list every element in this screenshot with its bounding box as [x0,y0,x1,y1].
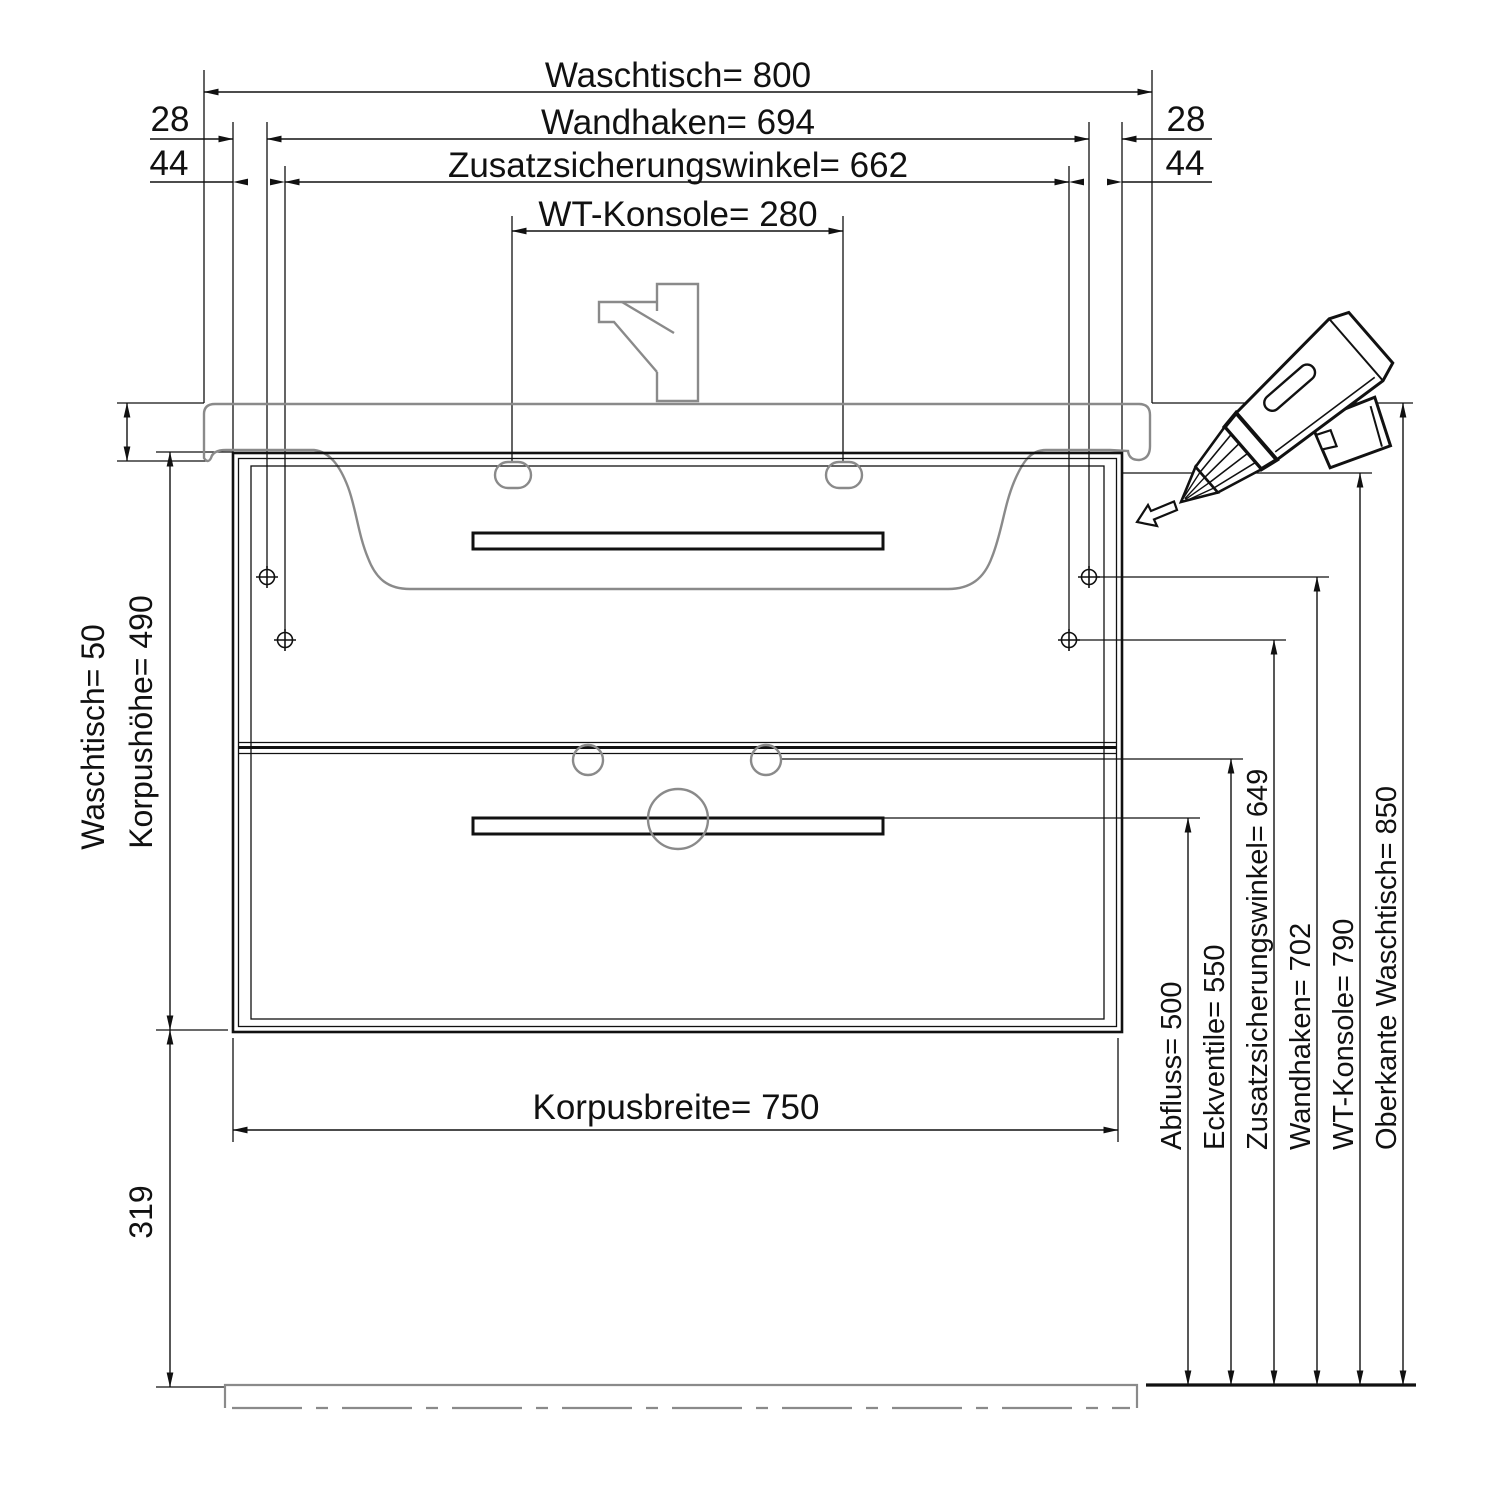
dim-label-wandhaken-width: Wandhaken= 694 [541,103,815,142]
dim-label-body-width: Korpusbreite= 750 [532,1088,819,1127]
dim-label-zusatzwinkel-width: Zusatzsicherungswinkel= 662 [448,146,908,185]
dim-label-basin-thickness: Waschtisch= 50 [75,624,111,850]
dim-label-abfluss-height: Abfluss= 500 [1156,982,1188,1150]
dim-label-floor-clearance: 319 [123,1185,159,1238]
floor-slab [223,1383,1139,1410]
dim-label-wandhaken-height: Wandhaken= 702 [1285,923,1317,1150]
drawer-handle-top [471,531,885,551]
dim-label-waschtisch-width: Waschtisch= 800 [545,56,811,95]
dim-label-eckventile-height: Eckventile= 550 [1199,944,1231,1150]
console-bracket-slot-left [493,460,533,490]
dim-label-offset-28-right: 28 [1167,100,1206,139]
vanity-cabinet [231,451,1124,1034]
corner-valve-left [571,743,605,777]
fittings [493,460,864,851]
console-bracket-slot-right [824,460,864,490]
crosshair-icon [1058,629,1080,651]
dim-label-offset-44-right: 44 [1166,144,1205,183]
faucet-icon [597,282,700,403]
dimension-labels: Waschtisch= 800 Wandhaken= 694 Zusatzsic… [75,56,1403,1239]
extension-lines [117,70,1416,1388]
drawer-handle-bottom [471,816,885,836]
crosshair-icon [256,566,278,588]
wall-fixing-points [256,566,1100,651]
dim-label-offset-44-left: 44 [150,144,189,183]
crosshair-icon [1078,566,1100,588]
dimension-lines [123,88,1407,1388]
glue-gun-icon [1178,310,1395,504]
drawer-divider [238,741,1117,755]
dim-label-wtkonsole-height: WT-Konsole= 790 [1328,919,1360,1150]
dim-label-oberkante-height: Oberkante Waschtisch= 850 [1371,786,1403,1150]
dim-label-offset-28-left: 28 [151,100,190,139]
dim-label-body-height: Korpushöhe= 490 [123,595,159,849]
washbasin-outline [202,282,1152,591]
hollow-arrow-icon [1135,500,1179,528]
corner-valve-right [749,743,783,777]
dim-label-zusatzwinkel-height: Zusatzsicherungswinkel= 649 [1242,769,1274,1150]
drain-outlet [646,787,710,851]
crosshair-icon [274,629,296,651]
dim-label-wtkonsole-width: WT-Konsole= 280 [538,195,817,234]
